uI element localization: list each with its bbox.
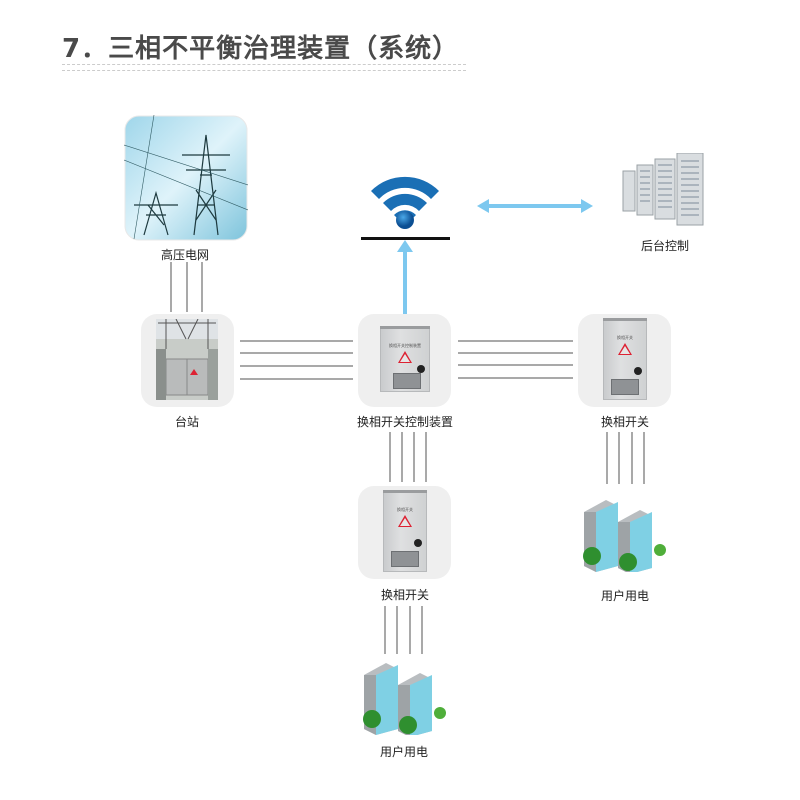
switch-cabinet-icon: 换相开关	[603, 318, 647, 400]
station-label: 台站	[174, 415, 199, 429]
switch-right-label: 换相开关	[600, 415, 649, 429]
wire	[425, 432, 427, 482]
wifi-icon	[371, 176, 439, 229]
wire	[240, 378, 353, 380]
wire	[186, 262, 188, 312]
cabinet-text: 换相开关控制装置	[389, 343, 421, 348]
wire	[631, 432, 633, 484]
switch-cabinet-icon: 换相开关	[383, 490, 427, 572]
wifi-base-line	[361, 237, 450, 240]
buildings-icon	[363, 663, 446, 735]
wire	[389, 432, 391, 482]
bidirectional-arrow	[477, 199, 593, 213]
grid-label: 高压电网	[160, 248, 209, 262]
wire	[458, 377, 573, 379]
knob-icon	[414, 539, 422, 547]
users-right-label: 用户用电	[600, 589, 649, 603]
wire	[458, 340, 573, 342]
wire	[458, 352, 573, 354]
wire	[606, 432, 608, 484]
users-bottom-label: 用户用电	[379, 745, 428, 759]
wire	[421, 606, 423, 654]
substation-icon	[156, 319, 218, 400]
wire	[401, 432, 403, 482]
controller-label: 换相开关控制装置	[356, 415, 453, 429]
knob-icon	[417, 365, 425, 373]
knob-icon	[634, 367, 642, 375]
backend-label: 后台控制	[640, 239, 689, 253]
control-cabinet-icon: 换相开关控制装置	[380, 326, 430, 392]
wire	[413, 432, 415, 482]
wire	[240, 352, 353, 354]
wire	[240, 340, 353, 342]
power-tower-icon	[124, 115, 248, 241]
wire	[384, 606, 386, 654]
page-title: 7．三相不平衡治理装置（系统）	[62, 34, 460, 64]
wire	[643, 432, 645, 484]
wire	[170, 262, 172, 312]
buildings-icon	[583, 500, 666, 572]
nameplate	[611, 379, 639, 395]
uplink-arrow	[397, 240, 413, 314]
wire	[458, 364, 573, 366]
nameplate	[393, 373, 421, 389]
wire	[618, 432, 620, 484]
wire	[409, 606, 411, 654]
wire	[240, 365, 353, 367]
switch-bottom-label: 换相开关	[380, 588, 429, 602]
wire	[201, 262, 203, 312]
server-icon	[622, 153, 704, 226]
cabinet-text: 换相开关	[397, 507, 413, 512]
wire	[396, 606, 398, 654]
title-divider	[62, 64, 466, 71]
warning-icon	[398, 515, 412, 527]
cabinet-text: 换相开关	[617, 335, 633, 340]
nameplate	[391, 551, 419, 567]
warning-icon	[398, 351, 412, 363]
warning-icon	[618, 343, 632, 355]
